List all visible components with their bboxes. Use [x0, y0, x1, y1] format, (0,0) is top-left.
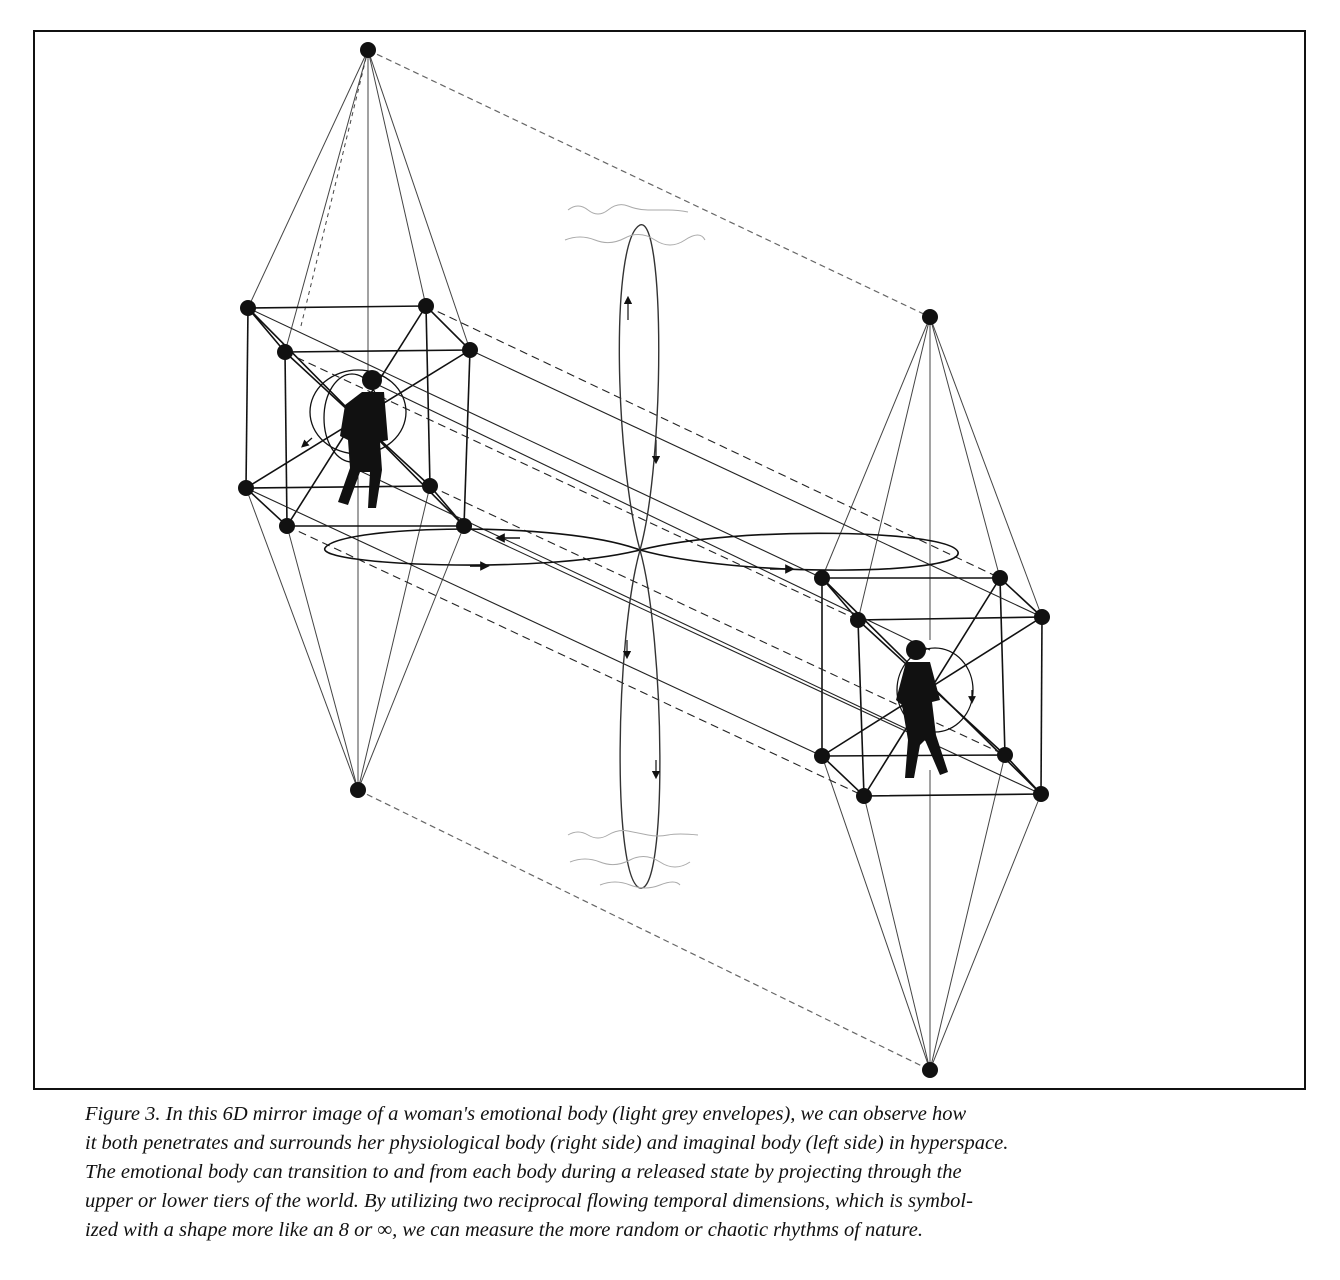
left-woman-silhouette: [338, 370, 388, 508]
right-top-apex: [922, 309, 938, 325]
left-bottom-apex: [350, 782, 366, 798]
hyperspace-diagram: [238, 42, 1050, 1078]
right-woman-silhouette: [896, 640, 948, 778]
left-top-apex: [360, 42, 376, 58]
faint-scribble-top: [564, 204, 706, 246]
caption-line: ized with a shape more like an 8 or ∞, w…: [85, 1219, 923, 1241]
vertex-dots: [238, 42, 1050, 1078]
outer-envelope: [357, 49, 931, 1071]
figure-frame: [33, 30, 1306, 1090]
caption-line: The emotional body can transition to and…: [85, 1161, 962, 1183]
right-bottom-apex: [922, 1062, 938, 1078]
horizontal-figure-eight: [324, 528, 959, 574]
figure-caption: Figure 3. In this 6D mirror image of a w…: [85, 1100, 1255, 1245]
right-upper-pyramid: [821, 316, 1043, 640]
left-lower-pyramid: [245, 470, 465, 791]
left-upper-pyramid: [247, 49, 471, 380]
caption-line: upper or lower tiers of the world. By ut…: [85, 1190, 973, 1212]
right-lower-pyramid: [821, 754, 1042, 1071]
caption-line: Figure 3. In this 6D mirror image of a w…: [85, 1103, 967, 1125]
caption-line: it both penetrates and surrounds her phy…: [85, 1132, 1009, 1154]
vertical-figure-eight: [618, 224, 661, 889]
faint-scribble-bottom: [567, 830, 699, 889]
cube-connectors: [245, 305, 1043, 797]
